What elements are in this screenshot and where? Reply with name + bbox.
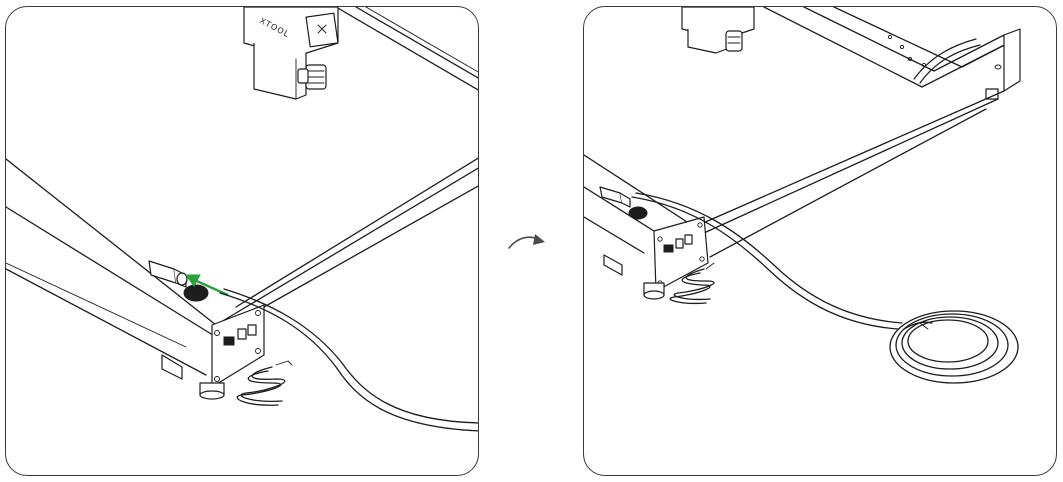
ethernet-port bbox=[247, 324, 257, 336]
step-panel-plug-in-cable: XTOOL bbox=[5, 6, 479, 476]
step-illustration-left: XTOOL bbox=[6, 7, 478, 432]
cable-coil bbox=[889, 310, 1019, 384]
coiled-cable-bundle bbox=[669, 262, 715, 305]
power-cable bbox=[219, 288, 478, 432]
coiled-cable-bundle bbox=[236, 360, 293, 406]
emergency-knob bbox=[628, 206, 648, 220]
usb-port bbox=[237, 328, 247, 340]
laser-module: XTOOL bbox=[243, 7, 339, 100]
usb-port bbox=[675, 238, 684, 249]
emergency-knob bbox=[183, 284, 209, 302]
frame-back-rail bbox=[763, 7, 1021, 100]
frame-front-beam bbox=[6, 157, 478, 376]
laser-module bbox=[681, 7, 755, 54]
next-step-arrow bbox=[508, 234, 545, 249]
cable-clip bbox=[148, 260, 188, 288]
step-panel-cable-routed bbox=[583, 6, 1057, 476]
insert-direction-arrow bbox=[185, 274, 229, 297]
power-port bbox=[663, 244, 674, 253]
step-illustration-right bbox=[584, 7, 1021, 384]
frame-end-plate bbox=[211, 304, 265, 388]
frame-end-plate bbox=[653, 216, 709, 292]
ethernet-port bbox=[684, 234, 693, 245]
gantry-rail-back bbox=[335, 7, 478, 91]
power-cable-routed bbox=[631, 192, 903, 330]
frame-foot bbox=[161, 354, 225, 400]
frame-front-beam bbox=[584, 90, 1005, 258]
power-port bbox=[223, 336, 235, 346]
frame-foot bbox=[603, 254, 665, 300]
cable-clip bbox=[599, 186, 631, 208]
